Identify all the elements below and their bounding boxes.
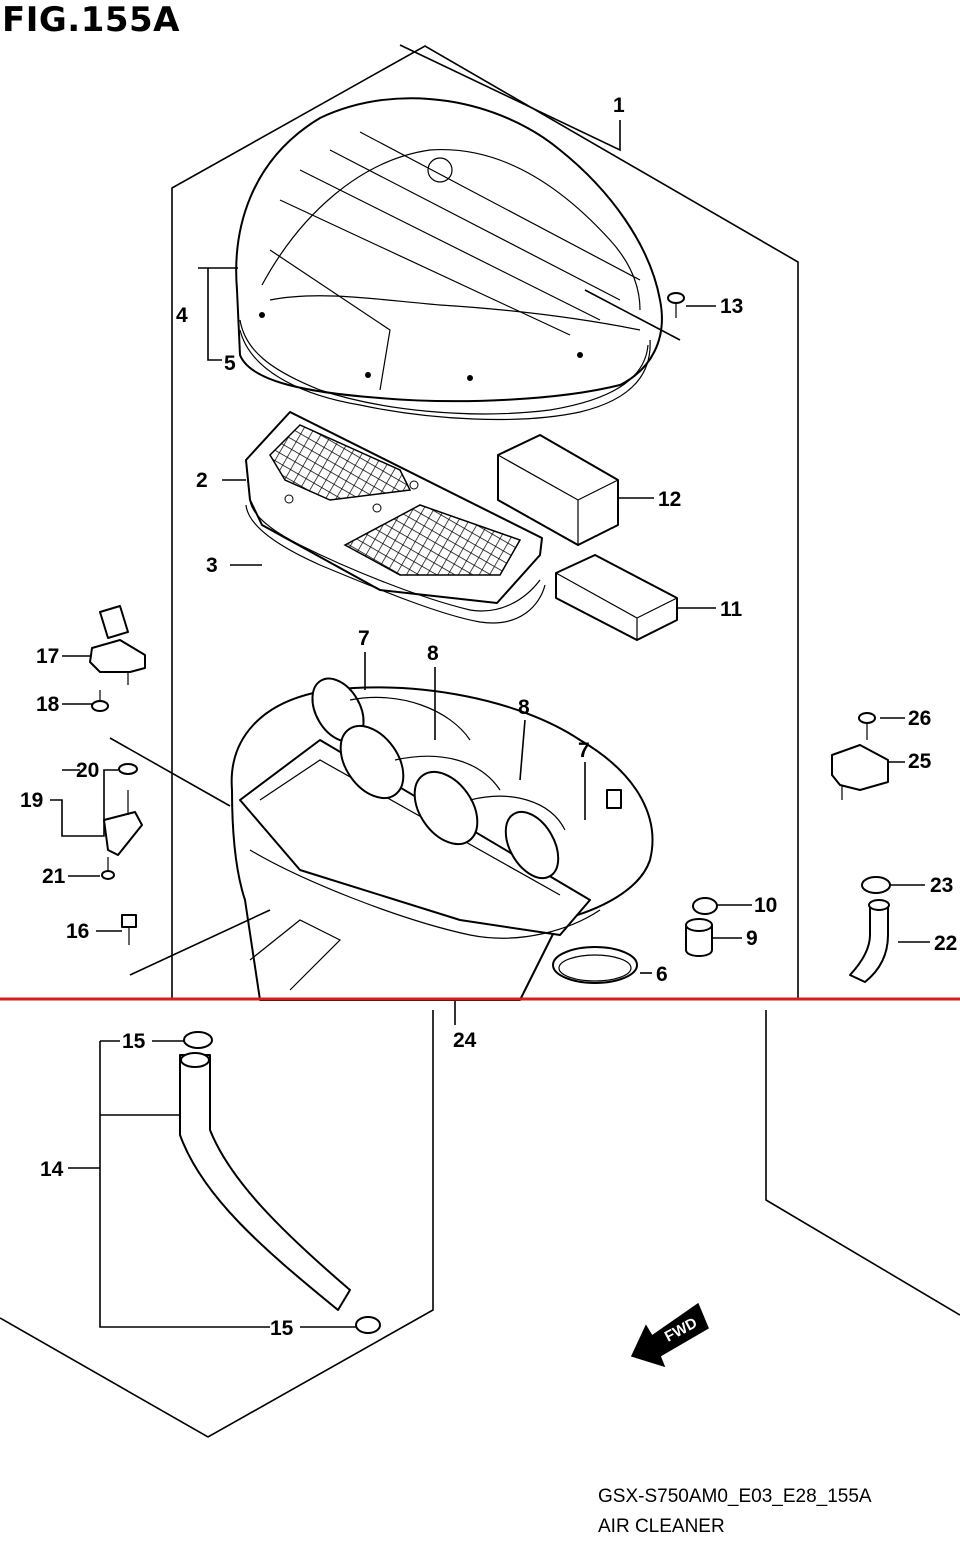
assembly-frame (0, 45, 960, 1438)
callout-11: 11 (720, 598, 743, 621)
callout-5: 5 (224, 352, 236, 375)
callout-26: 26 (908, 707, 931, 730)
callout-8b: 8 (518, 696, 530, 719)
diagram-code: GSX-S750AM0_E03_E28_155A (598, 1486, 872, 1507)
sensor-19 (103, 790, 143, 856)
clamp-ring (552, 946, 638, 984)
leader-lines (50, 44, 930, 1328)
callout-18: 18 (36, 693, 60, 716)
clip-23 (861, 876, 891, 894)
bolt-16 (121, 914, 137, 945)
callout-23: 23 (930, 874, 953, 897)
callout-1: 1 (613, 94, 625, 117)
callout-22: 22 (934, 932, 957, 955)
figure-title: FIG.155A (2, 0, 180, 40)
callout-8a: 8 (427, 642, 439, 665)
clip-15-top (183, 1031, 213, 1049)
screw-21 (101, 857, 115, 880)
callout-17: 17 (36, 645, 59, 668)
callout-15a: 15 (122, 1030, 146, 1053)
screw-18 (91, 690, 109, 712)
clip-15-bottom (355, 1316, 381, 1334)
o-ring-20 (118, 763, 138, 775)
callout-4: 4 (176, 304, 188, 327)
callout-10: 10 (754, 894, 777, 917)
callout-2: 2 (196, 469, 208, 492)
sensor-25 (831, 744, 889, 800)
callout-7a: 7 (358, 627, 370, 650)
callout-labels: 1 2 3 4 5 6 7 7 8 8 9 10 11 12 13 14 15 … (20, 94, 957, 1340)
screw-26 (858, 712, 876, 740)
callout-13: 13 (720, 295, 743, 318)
foam-block-11 (555, 554, 678, 641)
clip-10 (692, 897, 718, 915)
air-filter-element (245, 411, 546, 624)
screw-13 (667, 292, 685, 318)
callout-12: 12 (658, 488, 681, 511)
callout-9: 9 (746, 927, 758, 950)
diagram-name: AIR CLEANER (598, 1516, 725, 1537)
air-cleaner-cover (235, 97, 663, 421)
cap-9 (685, 918, 713, 957)
hose-22 (849, 899, 890, 983)
callout-3: 3 (206, 554, 218, 577)
callout-16: 16 (66, 920, 89, 943)
foam-block-12 (497, 434, 619, 546)
hose-14 (179, 1052, 351, 1311)
callout-21: 21 (42, 865, 66, 888)
fwd-arrow-icon: FWD (630, 1302, 709, 1368)
callout-24: 24 (453, 1029, 477, 1052)
callout-20: 20 (76, 759, 99, 782)
callout-15b: 15 (270, 1317, 294, 1340)
air-cleaner-case (230, 677, 654, 1001)
callout-19: 19 (20, 789, 43, 812)
callout-25: 25 (908, 750, 932, 773)
sensor-17 (89, 605, 146, 685)
callout-14: 14 (40, 1158, 64, 1181)
callout-7b: 7 (578, 739, 590, 762)
callout-6: 6 (656, 963, 668, 986)
